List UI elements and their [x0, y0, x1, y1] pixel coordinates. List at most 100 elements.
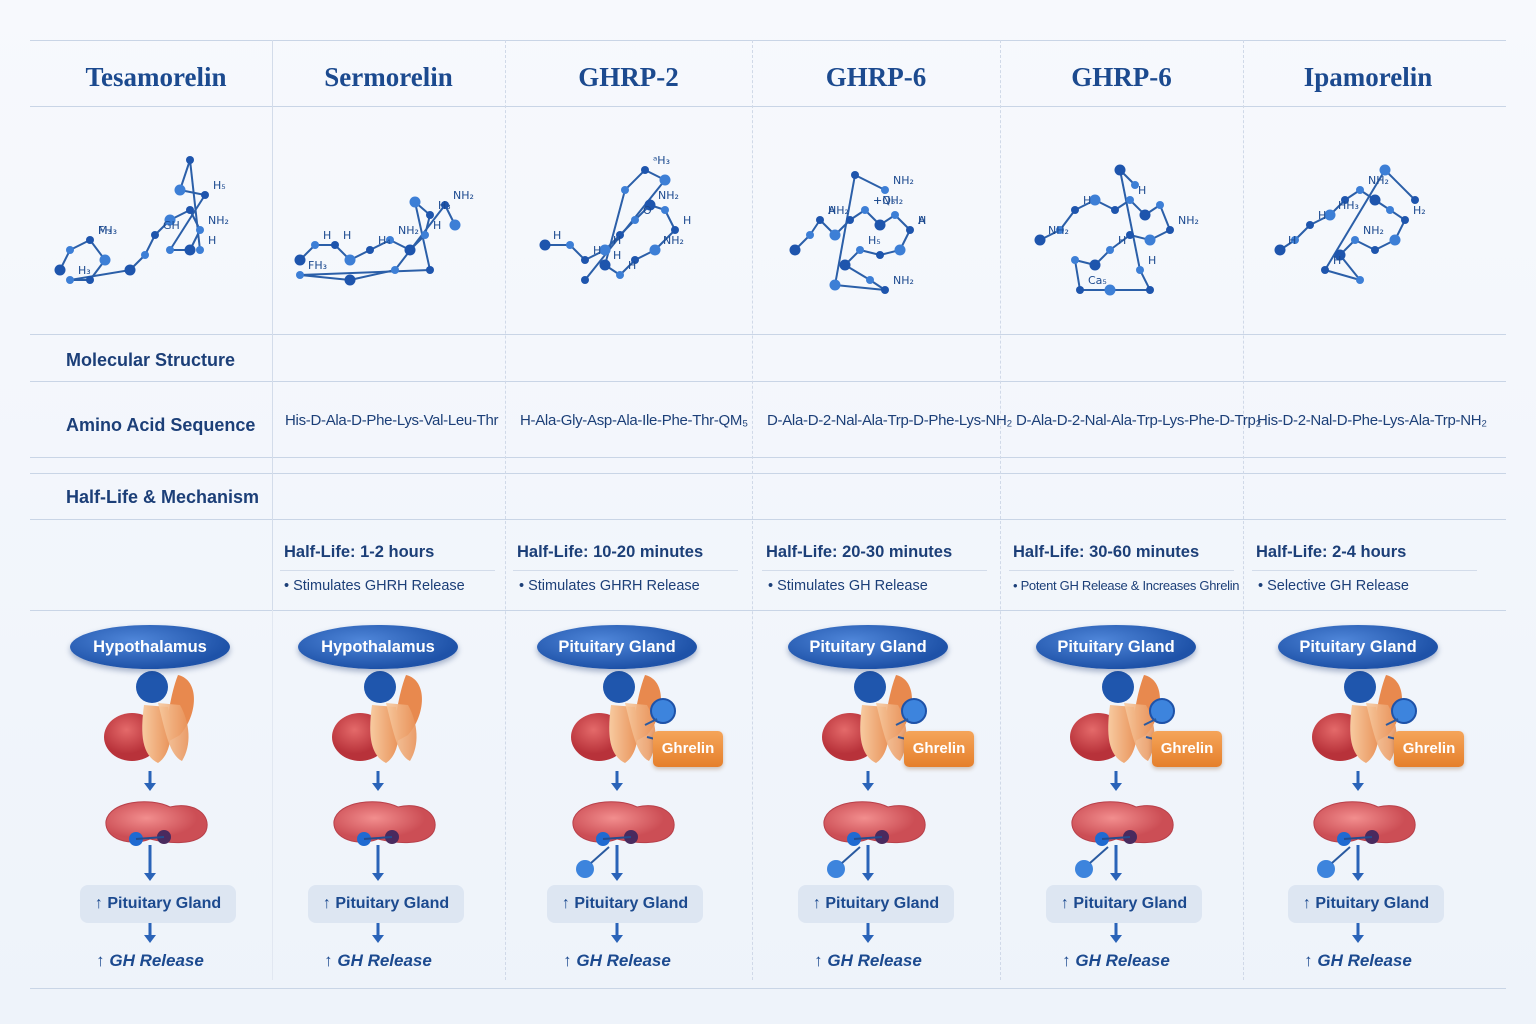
atom-label: Ca₅	[1088, 274, 1107, 287]
atom-label: H	[1083, 194, 1091, 207]
pathway-top-label: Pituitary Gland	[788, 625, 948, 669]
atom	[1071, 206, 1079, 214]
atom-label: H₃	[438, 199, 451, 212]
atom	[296, 271, 304, 279]
atom	[391, 266, 399, 274]
atom-label: NH₂	[1363, 224, 1384, 237]
atom	[366, 246, 374, 254]
row-label-molecular-structure: Molecular Structure	[66, 350, 236, 370]
atom-label: H₄	[378, 234, 391, 247]
col-divider-2	[505, 40, 507, 980]
atom-label: H	[433, 219, 441, 232]
col-divider-4	[1000, 40, 1002, 980]
atom-label: H	[1318, 209, 1326, 222]
atom	[201, 191, 209, 199]
mechanism-ghrp2: • Stimulates GHRH Release	[519, 578, 700, 594]
atom	[829, 279, 841, 291]
atom	[1321, 266, 1329, 274]
atom	[1356, 186, 1364, 194]
pituitary-gland-box: ↑ Pituitary Gland	[80, 885, 236, 923]
atom-label: H₅	[213, 179, 226, 192]
mechanism-ipamorelin: • Selective GH Release	[1258, 578, 1409, 594]
atom	[816, 216, 824, 224]
atom	[1291, 236, 1299, 244]
atom	[331, 241, 339, 249]
atom	[186, 206, 194, 214]
col-divider-1b	[272, 610, 273, 980]
atom	[851, 171, 859, 179]
atom	[644, 199, 656, 211]
sequence-ghrp6: D-Ala-D-2-Nal-Ala-Trp-D-Phe-Lys-NH₂	[767, 412, 1013, 429]
atom-label: NH₂	[893, 274, 914, 287]
atom	[616, 231, 624, 239]
pathway-top-label: Pituitary Gland	[1036, 625, 1196, 669]
atom	[1371, 246, 1379, 254]
atom-label: +Q₅	[873, 194, 895, 207]
atom	[1341, 196, 1349, 204]
atom	[344, 254, 356, 266]
ghrelin-badge: Ghrelin	[1394, 731, 1464, 767]
atom	[1126, 231, 1134, 239]
gh-release-label: ↑ GH Release	[96, 951, 204, 970]
atom-label: H	[918, 214, 926, 227]
bottom-rule	[30, 988, 1506, 989]
atom-label: H	[628, 259, 636, 272]
atom	[1306, 221, 1314, 229]
atom	[1071, 256, 1079, 264]
atom	[1369, 194, 1381, 206]
divider	[280, 570, 495, 571]
atom	[311, 241, 319, 249]
half-life-ghrp2: Half-Life: 10-20 minutes	[517, 543, 704, 561]
atom	[426, 211, 434, 219]
ghrelin-badge: Ghrelin	[904, 731, 974, 767]
gh-release-label: ↑ GH Release	[563, 951, 671, 970]
divider	[1252, 570, 1477, 571]
atom	[874, 219, 886, 231]
atom	[1136, 266, 1144, 274]
divider	[513, 570, 738, 571]
atom-label: NH₂	[1048, 224, 1069, 237]
atom-label: ᵃH₃	[653, 154, 670, 167]
atom	[99, 254, 111, 266]
column-title: Tesamorelin	[85, 62, 227, 92]
atom-label: NH₂	[893, 174, 914, 187]
gh-release-label: ↑ GH Release	[1062, 951, 1170, 970]
col-divider-5	[1243, 40, 1245, 980]
divider	[762, 570, 987, 571]
sequence-ghrp2: H-Ala-Gly-Asp-Ala-Ile-Phe-Thr-QM₅	[520, 412, 748, 429]
atom	[1146, 286, 1154, 294]
sequence-rule-2	[30, 473, 1506, 474]
atom	[1034, 234, 1046, 246]
pituitary-gland-box: ↑ Pituitary Gland	[798, 885, 954, 923]
atom	[1089, 259, 1101, 271]
atom	[196, 226, 204, 234]
atom	[1334, 249, 1346, 261]
atom	[174, 184, 186, 196]
column-title: GHRP-6	[1071, 62, 1172, 92]
atom-label: NH₂	[208, 214, 229, 227]
atom-label: H	[553, 229, 561, 242]
atom-label: HH₂	[828, 204, 849, 217]
atom	[894, 244, 906, 256]
atom	[659, 174, 671, 186]
atom	[649, 244, 661, 256]
halflife-label-rule	[30, 519, 1506, 520]
atom	[881, 186, 889, 194]
atom	[1106, 246, 1114, 254]
atom	[1401, 216, 1409, 224]
gland-illustration	[332, 671, 436, 943]
atom-label: H	[1118, 234, 1126, 247]
atom	[631, 256, 639, 264]
top-rule	[30, 40, 1506, 41]
half-life-ghrp6: Half-Life: 20-30 minutes	[766, 543, 953, 561]
pathway-top-label: Hypothalamus	[70, 625, 230, 669]
atom	[1126, 196, 1134, 204]
atom	[1379, 164, 1391, 176]
pathway-tesamorelin: Hypothalamus ↑ Pituitary Gland ↑ GH Releas…	[70, 625, 310, 975]
atom	[876, 251, 884, 259]
atom	[1324, 209, 1336, 221]
atom-label: NH₂	[453, 189, 474, 202]
